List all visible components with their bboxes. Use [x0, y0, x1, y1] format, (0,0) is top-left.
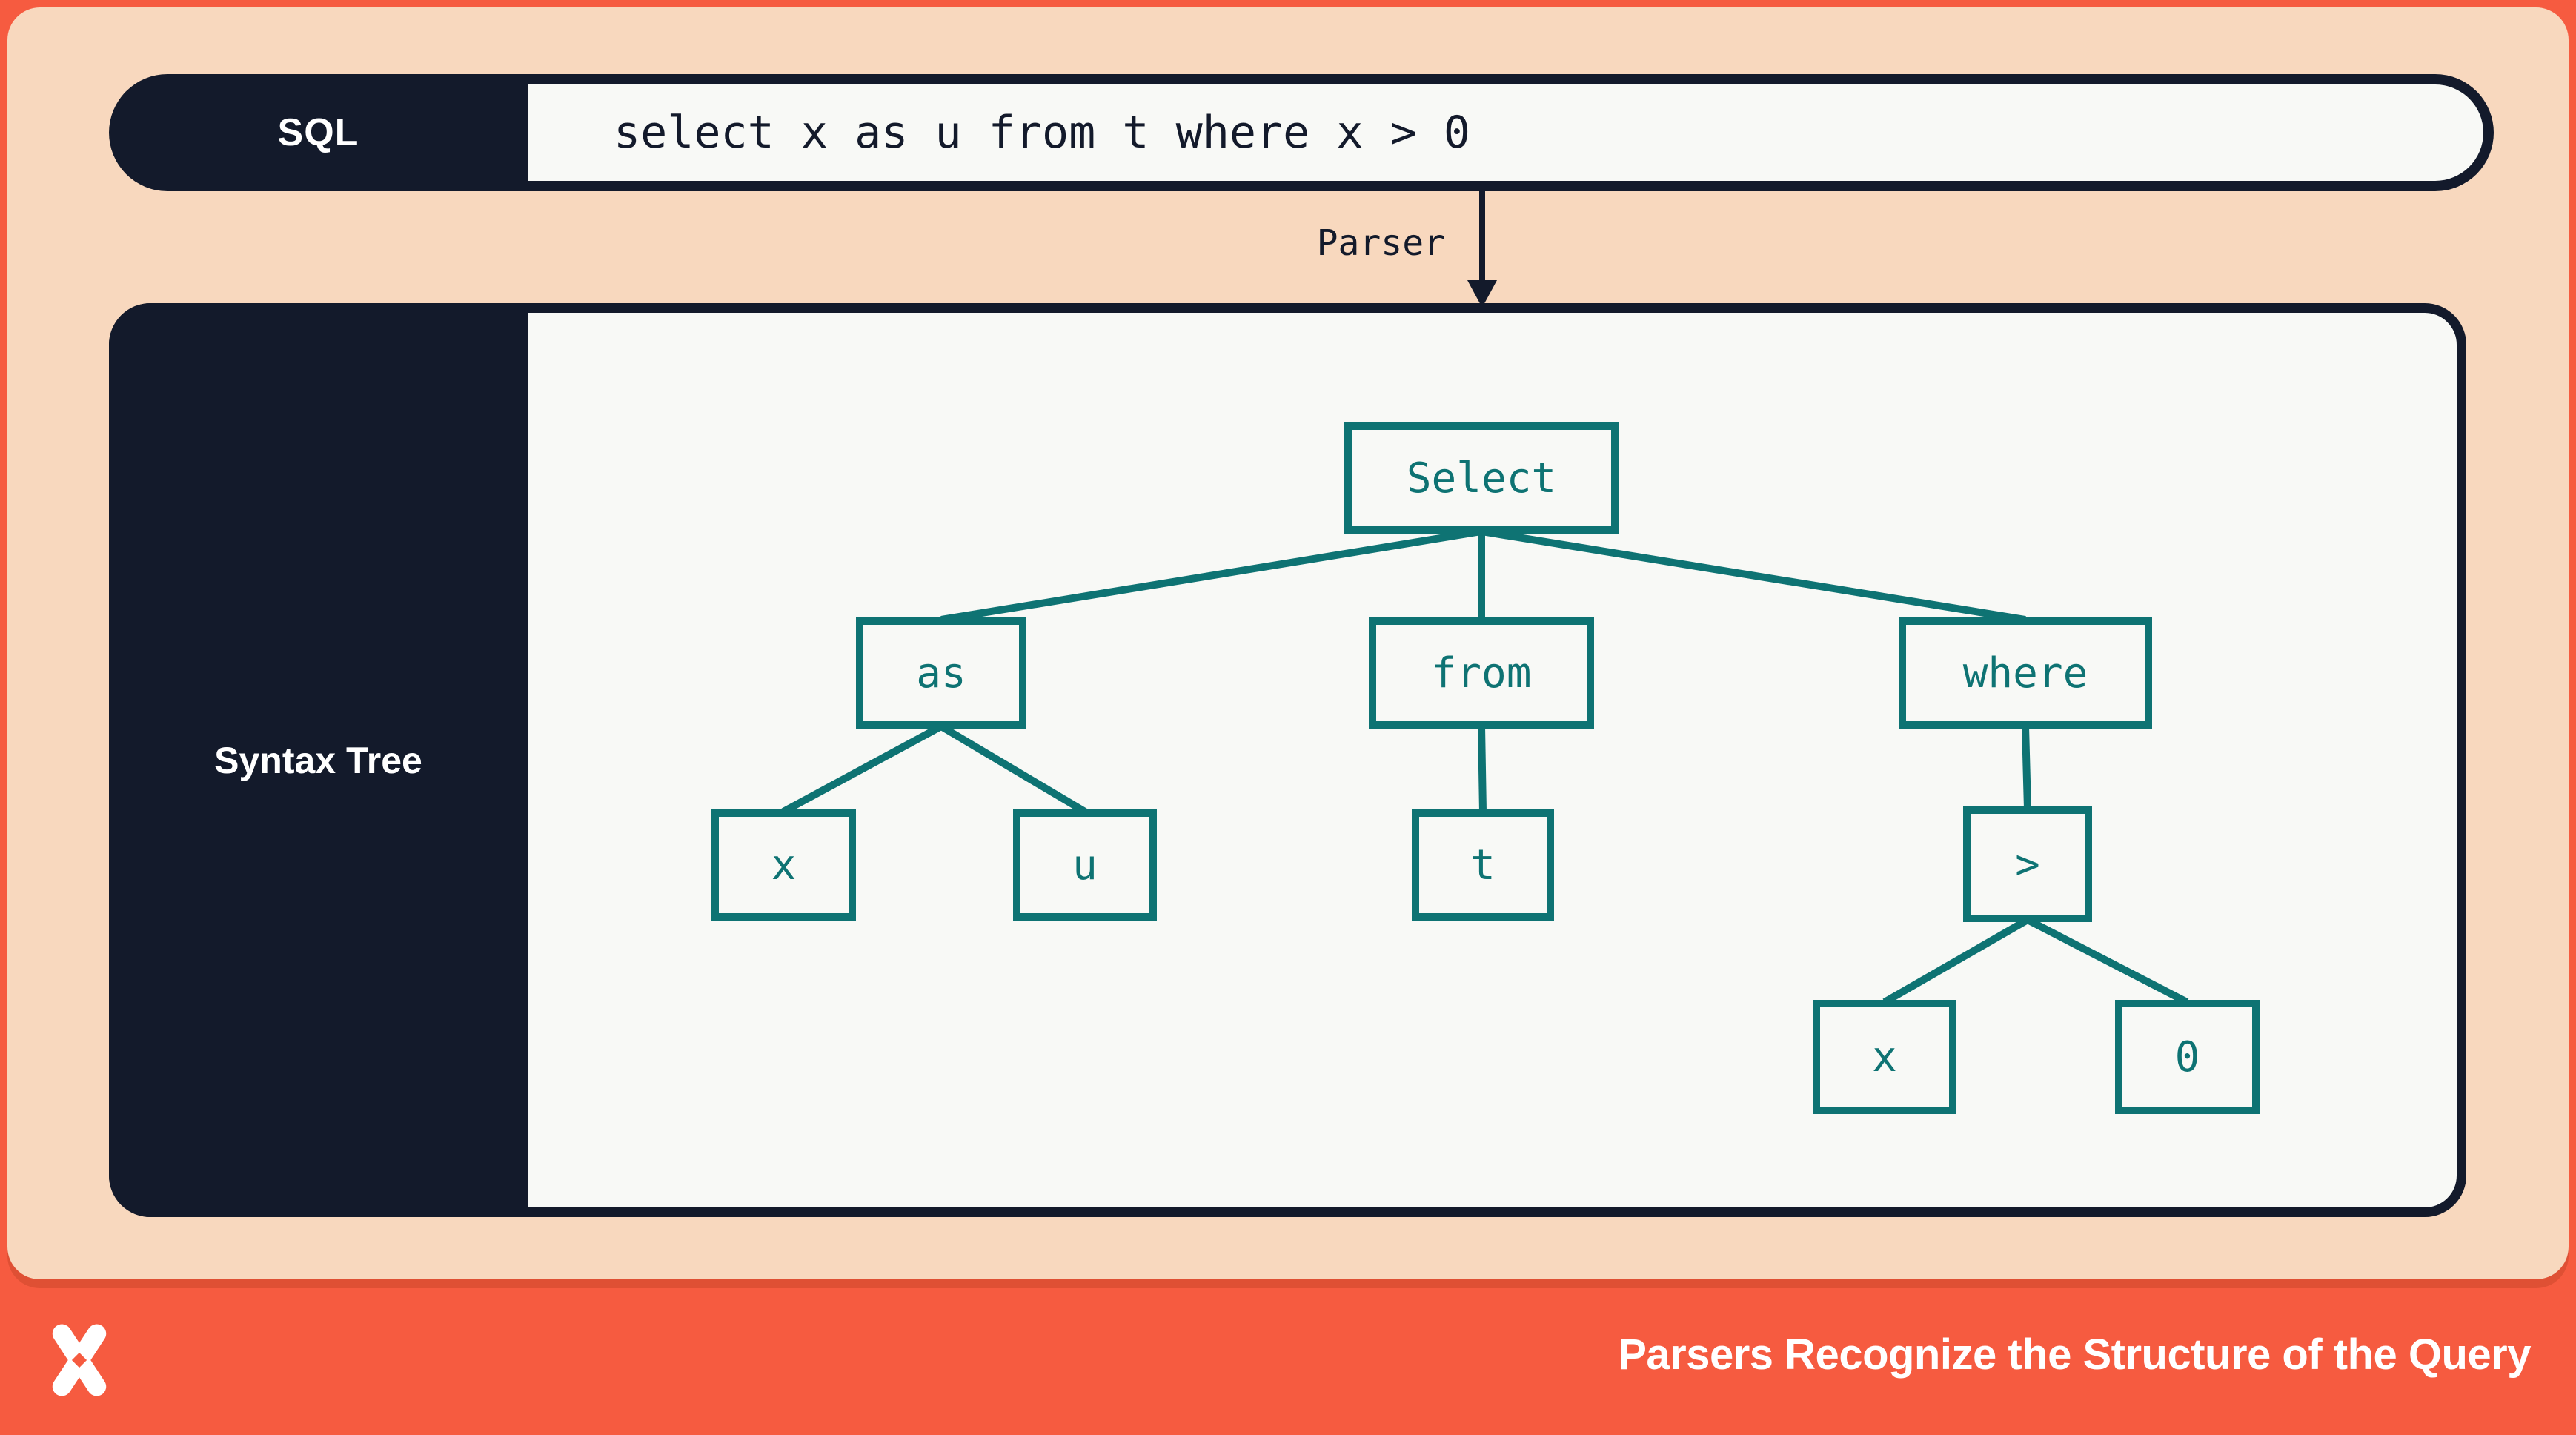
- tree-node-t: t: [1412, 809, 1554, 921]
- tree-node-x-operand: x: [1813, 1000, 1956, 1114]
- tree-node-select: Select: [1344, 422, 1619, 534]
- tree-node-u: u: [1013, 809, 1157, 921]
- sql-query-text: select x as u from t where x > 0: [528, 84, 2483, 181]
- tree-node-as: as: [856, 617, 1026, 729]
- parser-arrow-icon: [1467, 187, 1497, 308]
- tree-node-x-alias: x: [711, 809, 856, 921]
- sql-pill-label: SQL: [277, 111, 359, 154]
- tree-node-zero: 0: [2115, 1000, 2260, 1114]
- tree-edges: [781, 528, 2189, 1006]
- sql-input-pill: SQL select x as u from t where x > 0: [109, 74, 2494, 191]
- syntax-tree-title: Syntax Tree: [214, 739, 422, 781]
- syntax-tree-layer: Syntax Tree Select as from where x u t >…: [109, 303, 2466, 1217]
- tree-node-where: where: [1899, 617, 2152, 729]
- tree-node-from: from: [1369, 617, 1594, 729]
- tree-node-greater-than: >: [1963, 806, 2092, 922]
- parser-arrow-label: Parser: [1316, 222, 1445, 264]
- brand-logo-icon: [52, 1324, 107, 1396]
- syntax-tree-strip: Syntax Tree: [109, 303, 528, 1217]
- slide-title: Parsers Recognize the Structure of the Q…: [1618, 1330, 2531, 1379]
